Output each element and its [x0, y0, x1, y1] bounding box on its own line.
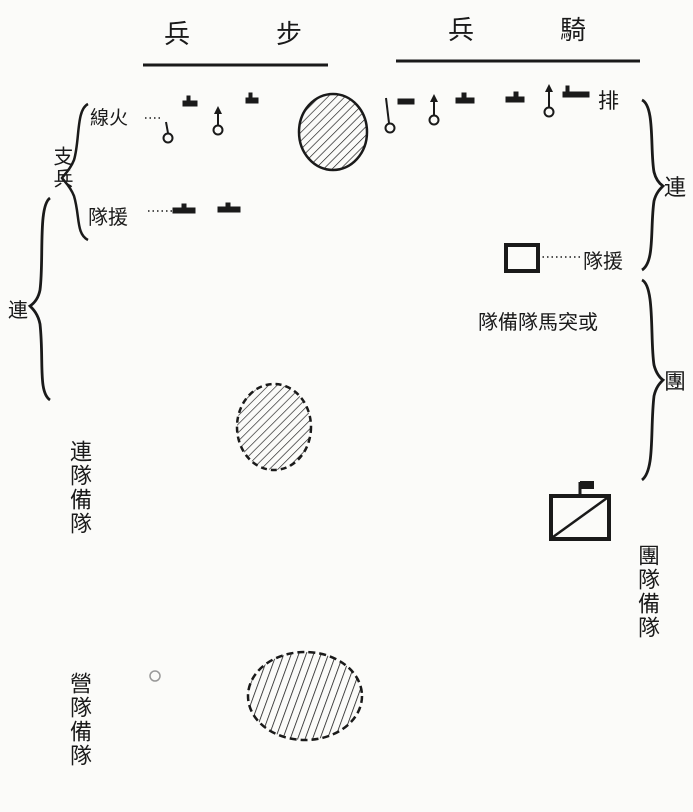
infantry-firing-line-symbols	[145, 92, 259, 144]
cavalry-company-brace	[641, 98, 666, 272]
battalion-reserve-body	[246, 650, 364, 742]
company-reserve-label: 連隊備隊	[66, 440, 91, 536]
cavalry-line-symbols	[384, 84, 590, 134]
cavalry-company-bracket-label: 連	[664, 176, 687, 201]
regiment-reserve-symbol	[549, 481, 611, 541]
infantry-main-body	[297, 92, 369, 172]
cavalry-regiment-bracket-label: 團	[664, 370, 687, 395]
platoon-label: 排	[598, 89, 619, 113]
cavalry-header-char-2: 騎	[560, 16, 589, 46]
cavalry-regiment-brace	[640, 278, 666, 482]
cavalry-support-team-label: 隊援	[583, 249, 623, 273]
battalion-reserve-label: 營隊備隊	[66, 672, 91, 768]
firing-line-label: 線火	[90, 107, 129, 129]
infantry-company-brace	[27, 196, 52, 402]
infantry-support-team-label: 隊援	[88, 205, 128, 229]
cavalry-header-char-1: 兵	[448, 16, 477, 46]
infantry-header-char-2: 步	[276, 20, 305, 50]
infantry-company-bracket-label: 連	[8, 298, 28, 322]
regiment-reserve-label: 團隊備隊	[634, 544, 659, 640]
cavalry-reserve-note: 隊備隊馬突或	[478, 310, 598, 334]
company-reserve-body	[235, 382, 313, 472]
support-label: 支兵	[50, 146, 74, 190]
infantry-header-char-1: 兵	[164, 20, 193, 50]
infantry-support-symbols	[148, 202, 241, 214]
cavalry-support-symbol	[504, 243, 580, 273]
faint-mark	[149, 670, 161, 682]
support-brace	[60, 102, 89, 242]
